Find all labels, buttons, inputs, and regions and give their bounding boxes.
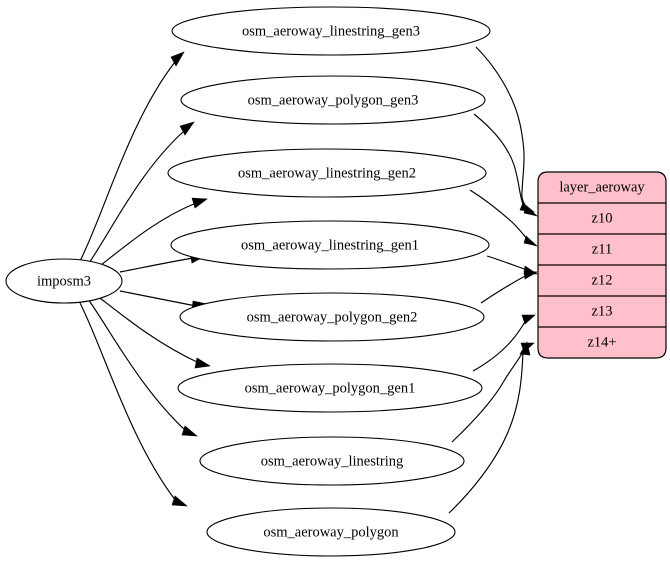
edge-imposm3-to-linestring-gen3 [79,61,176,262]
edge-imposm3-to-polygon-gen3 [88,130,185,264]
node-label: osm_aeroway_linestring_gen2 [238,165,416,181]
edge-linestring-to-z14 [451,347,526,443]
arrowhead-z11 [523,235,539,247]
ellipse-shape[interactable] [206,507,456,557]
ellipse-shape[interactable] [180,75,486,125]
edge-imposm3-to-polygon-gen2 [119,290,197,307]
node-label: osm_aeroway_linestring_gen1 [241,237,419,253]
layer-row-z13[interactable]: z13 [592,303,613,319]
edge-group-tables-to-layer [448,46,539,514]
node-label: osm_aeroway_polygon_gen1 [245,380,416,396]
edge-linestring-gen3-to-z10 [475,46,529,211]
edge-imposm3-to-linestring-gen2 [100,202,197,266]
ellipse-shape[interactable] [171,6,491,56]
edge-imposm3-to-linestring [87,298,187,432]
arrowhead-z13 [521,314,536,325]
layer-aeroway-title: layer_aeroway [559,179,645,195]
edge-imposm3-to-linestring-gen1 [119,257,194,273]
node-label: osm_aeroway_polygon [263,524,399,540]
ellipse-shape[interactable] [179,292,485,342]
arrowhead-z12-b [523,270,538,280]
layer-row-z11[interactable]: z11 [592,241,612,257]
node-imposm3[interactable]: imposm3 [5,258,123,304]
imposm3-ellipse[interactable] [5,258,123,304]
edge-linestring-gen1-to-z12 [486,255,528,271]
node-osm-aeroway-linestring-gen3[interactable]: osm_aeroway_linestring_gen3 [171,6,491,56]
node-osm-aeroway-linestring-gen1[interactable]: osm_aeroway_linestring_gen1 [170,220,490,270]
arrowhead-polygon-gen1 [194,357,211,369]
arrowhead-polygon [171,495,188,507]
arrowhead-linestring-gen3 [170,51,185,67]
ellipse-shape[interactable] [167,148,487,198]
ellipse-shape[interactable] [199,436,465,486]
layer-row-z12[interactable]: z12 [592,272,613,288]
imposm3-label: imposm3 [37,273,91,289]
arrowhead-z10-b [519,202,536,213]
node-label: osm_aeroway_linestring [261,453,404,469]
node-label: osm_aeroway_polygon_gen2 [247,309,418,325]
ellipse-shape[interactable] [170,220,490,270]
edge-polygon-gen3-to-z10 [473,113,525,208]
edge-polygon-gen1-to-z13 [472,319,527,372]
edge-linestring-gen2-to-z11 [469,189,529,241]
arrowhead-linestring [181,425,198,437]
node-osm-aeroway-linestring-gen2[interactable]: osm_aeroway_linestring_gen2 [167,148,487,198]
edge-imposm3-to-polygon-gen1 [99,297,200,364]
node-osm-aeroway-polygon-gen2[interactable]: osm_aeroway_polygon_gen2 [179,292,485,342]
layer-row-z10[interactable]: z10 [592,210,613,226]
arrowhead-polygon-gen3 [179,121,195,136]
layer-row-z14plus[interactable]: z14+ [587,334,616,350]
edge-imposm3-to-polygon [78,300,177,502]
node-label: osm_aeroway_linestring_gen3 [242,23,420,39]
node-osm-aeroway-polygon-gen1[interactable]: osm_aeroway_polygon_gen1 [177,363,483,413]
arrowhead-linestring-gen2 [191,197,208,209]
node-osm-aeroway-polygon[interactable]: osm_aeroway_polygon [206,507,456,557]
node-osm-aeroway-polygon-gen3[interactable]: osm_aeroway_polygon_gen3 [180,75,486,125]
arrowhead-z14-b [519,341,531,356]
node-label: osm_aeroway_polygon_gen3 [248,92,419,108]
node-layer-aeroway[interactable]: layer_aeroway z10 z11 z12 z13 z14+ [537,171,667,359]
edge-polygon-to-z14 [448,351,524,514]
edge-polygon-gen2-to-z12 [480,274,528,304]
ellipse-shape[interactable] [177,363,483,413]
node-osm-aeroway-linestring[interactable]: osm_aeroway_linestring [199,436,465,486]
